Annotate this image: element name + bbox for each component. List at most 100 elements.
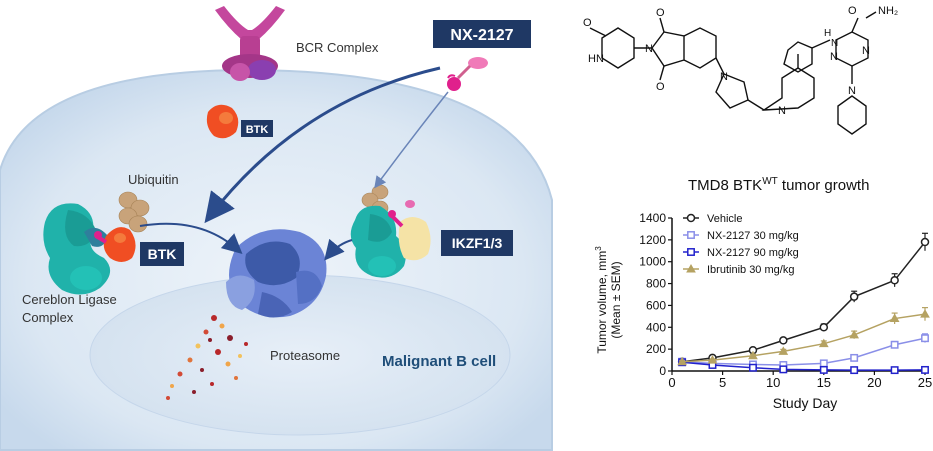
data-point: [889, 313, 900, 323]
data-point: [778, 346, 789, 355]
cell-diagram: BCR Complex NX-2127 BTK Ubiquitin: [0, 6, 553, 451]
data-point: [920, 309, 930, 318]
series-line: [682, 337, 926, 366]
data-point: [749, 363, 757, 372]
ubiquitin-label: Ubiquitin: [128, 172, 179, 187]
legend-item: NX-2127 90 mg/kg: [683, 247, 799, 259]
atom-label: N: [830, 51, 838, 63]
data-point: [920, 237, 930, 247]
ubiquitin-chain-left-icon: [118, 191, 150, 233]
chart-title: TMD8 BTKWT tumor growth: [688, 176, 869, 194]
data-point: [921, 334, 929, 343]
ikzf-label: IKZF1/3: [452, 235, 503, 251]
atom-label: N: [778, 105, 786, 117]
data-point: [779, 365, 788, 374]
data-point: [818, 338, 829, 348]
chemical-structure: [589, 17, 869, 135]
atom-label: HN: [588, 53, 604, 65]
series-line: [682, 361, 926, 371]
bcr-complex-icon: [215, 6, 285, 81]
atom-label: N: [720, 71, 728, 83]
atom-label: O: [656, 81, 665, 93]
y-tick-label: 200: [646, 342, 666, 356]
data-point: [890, 366, 899, 375]
x-tick-label: 15: [817, 375, 831, 390]
bcr-complex-label: BCR Complex: [296, 40, 379, 55]
y-tick-label: 800: [646, 277, 666, 291]
series-ibrutinib-30-mg-kg: [677, 307, 930, 366]
series-nx-2127-90-mg-kg: [678, 358, 929, 375]
tumor-growth-chart: TMD8 BTKWT tumor growth Tumor volume, mm…: [594, 176, 932, 411]
chart-plot-area: [677, 232, 930, 375]
data-point: [677, 356, 687, 366]
data-point: [779, 336, 788, 345]
ikzf-protein-icon: [388, 200, 431, 261]
atom-label: N: [645, 43, 653, 55]
ikzf-label-box: [441, 230, 513, 256]
legend-label: NX-2127 30 mg/kg: [707, 230, 799, 242]
data-point: [819, 359, 828, 368]
peptide-fragments-icon: [166, 315, 248, 400]
data-point: [890, 276, 899, 285]
legend-item: Vehicle: [683, 213, 742, 225]
btk-protein-small-icon: [206, 104, 239, 139]
y-axis-label: Tumor volume, mm3: [594, 246, 609, 354]
legend-item: Ibrutinib 30 mg/kg: [683, 263, 794, 276]
arrow-drug-to-ikzf: [374, 91, 449, 189]
data-point: [849, 329, 860, 339]
drug-label-box: [433, 20, 531, 48]
amide-label: NH₂: [878, 5, 898, 17]
legend-label: NX-2127 90 mg/kg: [707, 247, 799, 259]
arrow-ikzf-to-proteasome: [324, 238, 353, 261]
y-tick-label: 400: [646, 320, 666, 334]
data-point: [850, 366, 859, 375]
proteasome-icon: [226, 229, 327, 318]
degrader-molecule-icon: [447, 57, 488, 91]
x-tick-label: 0: [668, 375, 675, 390]
atom-label: H: [824, 28, 831, 39]
atom-label: N: [831, 38, 838, 49]
x-tick-label: 10: [766, 375, 780, 390]
legend-label: Vehicle: [707, 213, 742, 225]
cereblon-label-line1: Cereblon Ligase: [22, 292, 117, 307]
cereblon-label-line2: Complex: [22, 310, 74, 325]
series-line: [682, 241, 926, 363]
data-point: [890, 340, 899, 349]
btk-small-label-box: [241, 120, 273, 137]
btk-label: BTK: [148, 246, 177, 262]
btk-small-label: BTK: [246, 124, 269, 136]
data-point: [707, 355, 718, 364]
btk-label-box: [140, 242, 184, 266]
data-point: [921, 365, 929, 374]
legend-marker: [687, 231, 695, 239]
data-point: [849, 292, 859, 301]
legend-marker: [687, 248, 695, 256]
proteasome-label: Proteasome: [270, 348, 340, 363]
legend-marker: [686, 213, 696, 223]
y-tick-label: 0: [659, 364, 666, 378]
data-point: [819, 323, 829, 332]
x-tick-label: 5: [719, 375, 726, 390]
x-axis-label: Study Day: [773, 395, 838, 411]
x-tick-label: 25: [918, 375, 932, 390]
data-point: [748, 350, 758, 360]
arrow-btk-to-proteasome: [139, 222, 243, 254]
cereblon-ligase-right-icon: [350, 205, 406, 278]
cell-label: Malignant B cell: [382, 353, 496, 370]
y-tick-label: 1400: [639, 211, 666, 225]
y-axis-label-line2: (Mean ± SEM): [609, 261, 623, 338]
data-point: [819, 365, 828, 374]
btk-bound-icon: [94, 227, 136, 262]
legend-item: NX-2127 30 mg/kg: [683, 230, 799, 242]
x-tick-label: 20: [867, 375, 881, 390]
drug-label: NX-2127: [450, 27, 513, 44]
y-tick-label: 600: [646, 298, 666, 312]
series-line: [682, 313, 926, 363]
arrow-drug-to-btk: [204, 66, 441, 224]
chemical-atom-labels: O O O HN N N N N N N O H N NH₂: [583, 5, 898, 117]
atom-label: O: [583, 17, 592, 29]
legend-marker: [686, 263, 696, 273]
